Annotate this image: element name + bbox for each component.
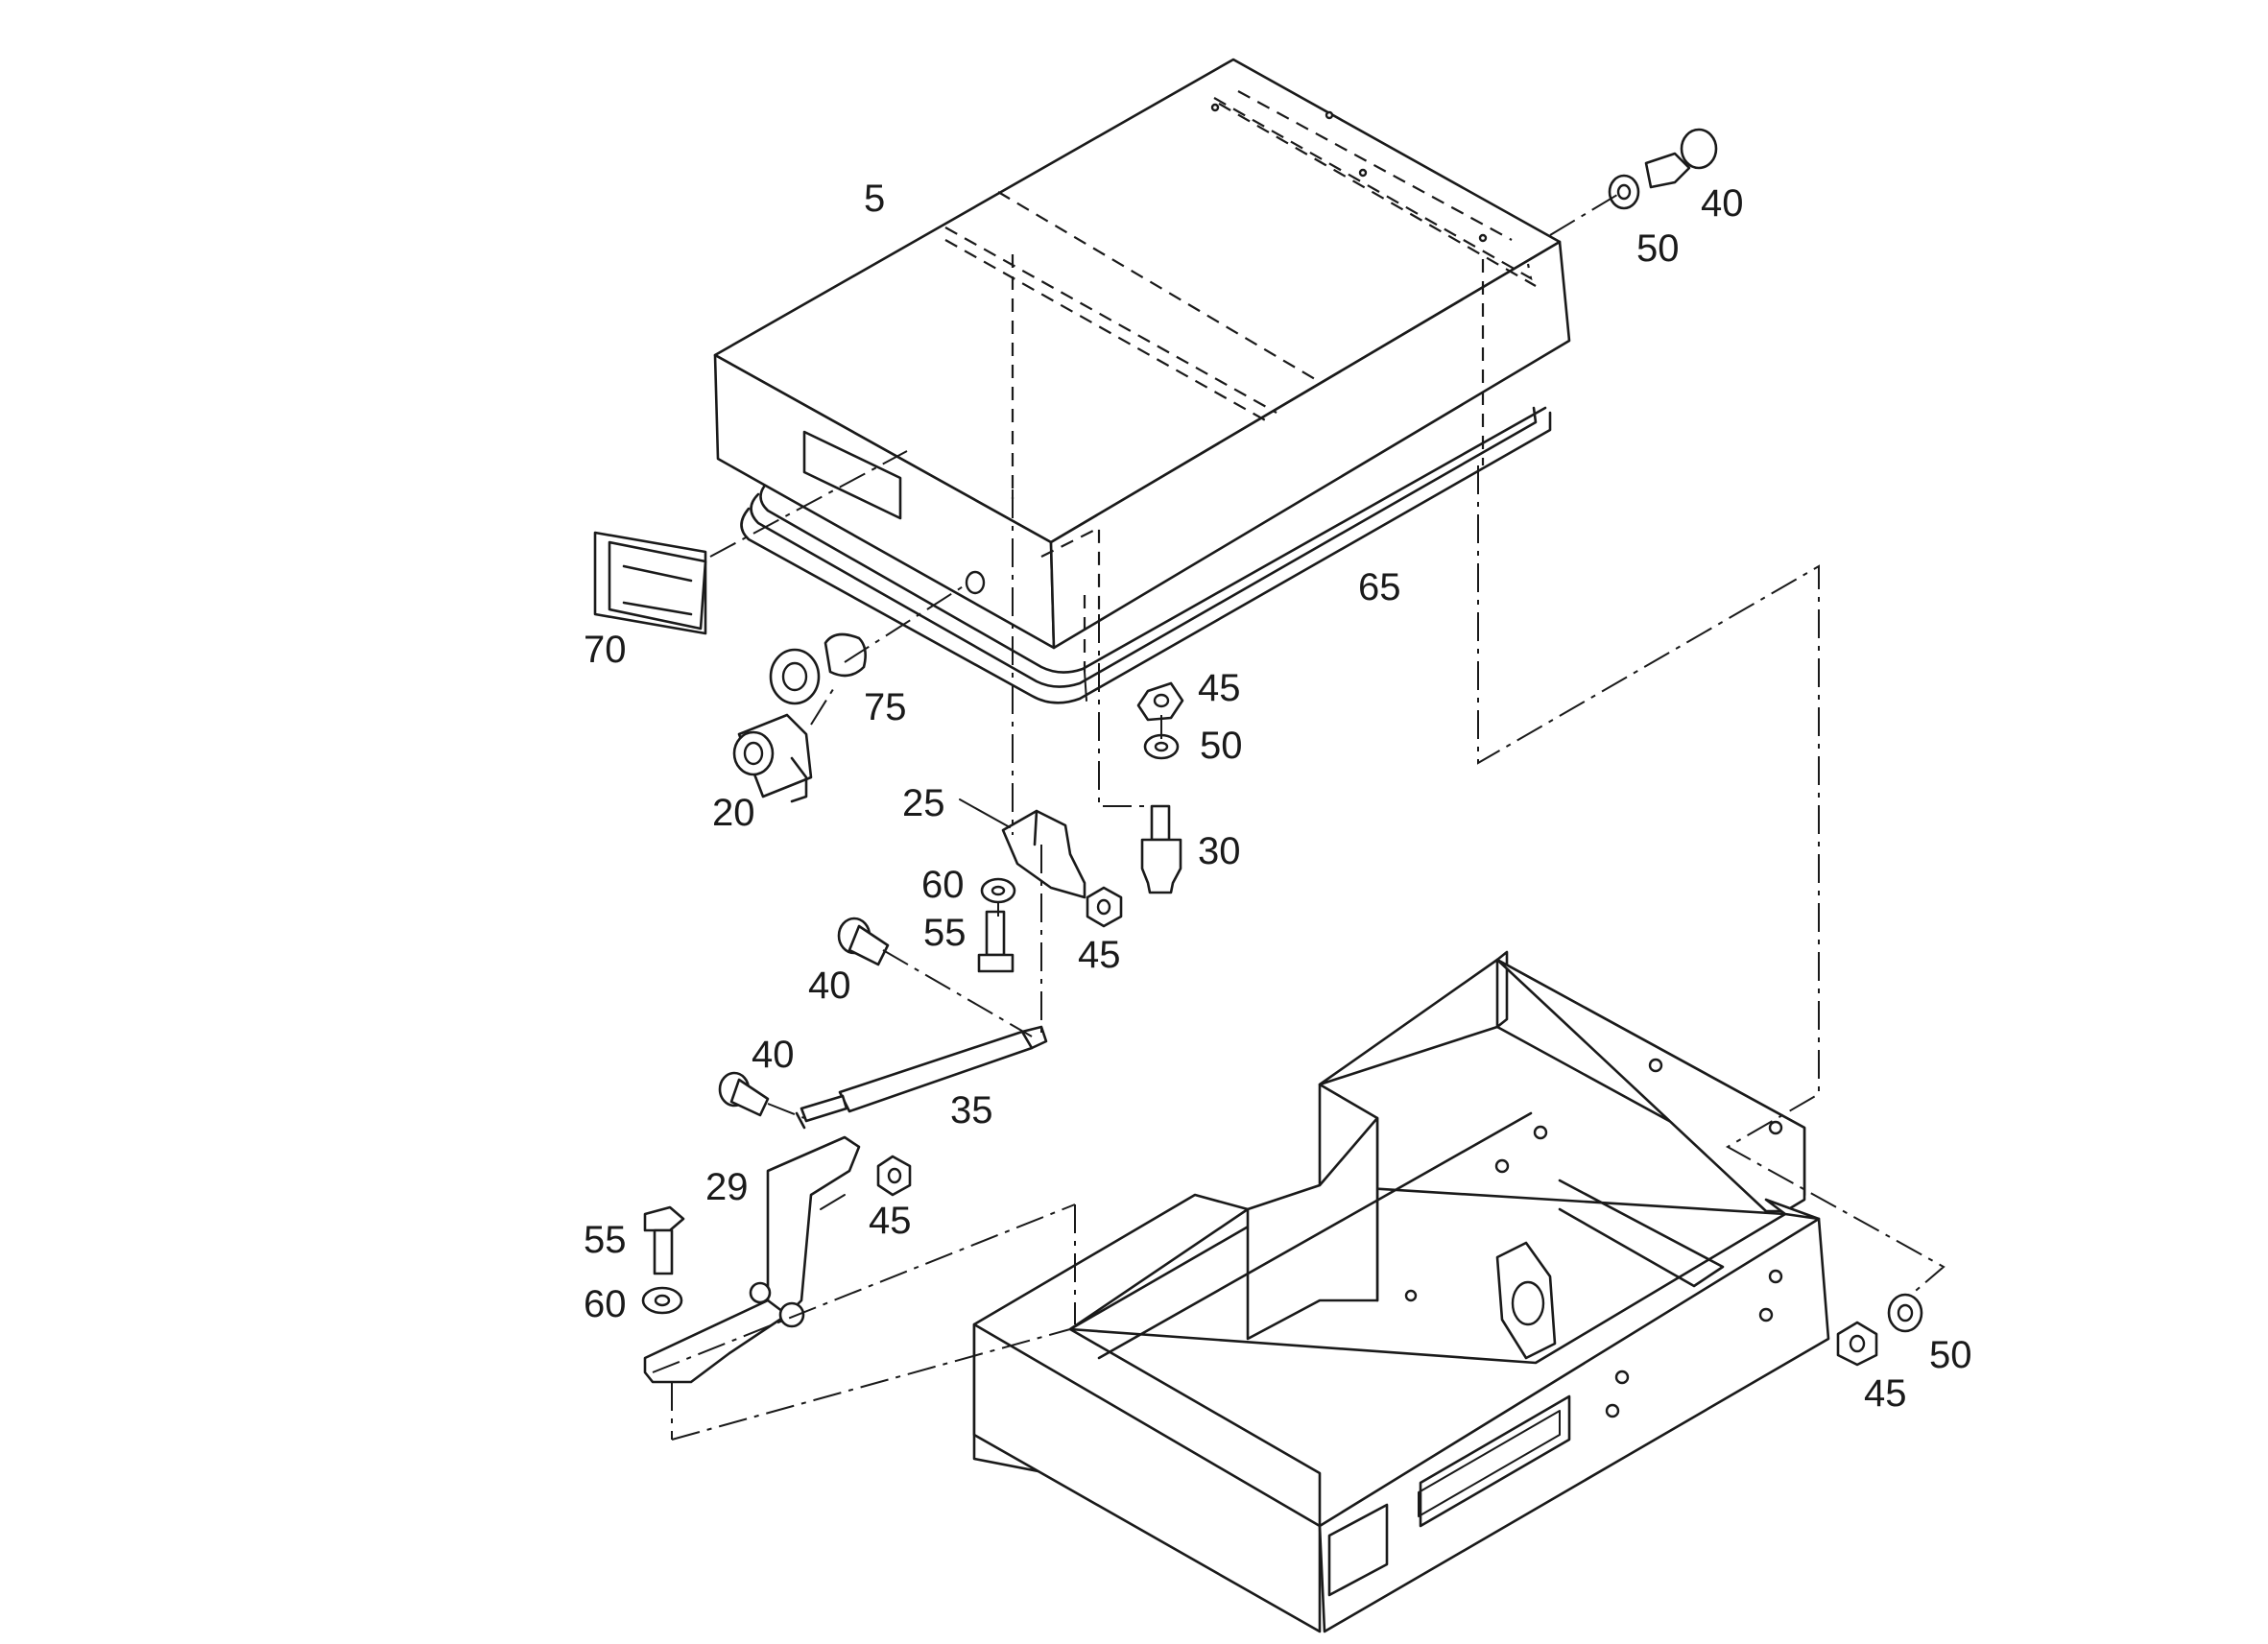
cap-screw-strut-part <box>718 1071 770 1117</box>
explode-lines <box>652 191 1946 1441</box>
washer-top-part <box>1608 174 1640 210</box>
callout-latch-lock: 20 <box>712 792 755 834</box>
callout-hinge-bracket: 25 <box>902 782 945 824</box>
callout-labels: 5 20 25 29 30 35 40 40 40 45 45 45 45 50… <box>584 178 1972 1415</box>
callout-nut-bracket: 45 <box>869 1200 912 1242</box>
cap-screw-top-part <box>1644 128 1718 189</box>
bolt-hinge-part <box>977 910 1015 973</box>
callout-cam: 75 <box>864 686 907 728</box>
callout-bolt-hinge: 55 <box>923 912 967 954</box>
callout-cap-screw-top: 40 <box>1701 182 1744 225</box>
callout-washer-striker: 50 <box>1200 725 1243 767</box>
base-box-part <box>972 950 1830 1633</box>
gas-strut-part <box>795 1025 1048 1130</box>
callout-cap-screw-strut: 40 <box>752 1034 795 1076</box>
nut-base-part <box>1836 1321 1878 1367</box>
callout-nut-base: 45 <box>1864 1372 1907 1415</box>
cap-screw-mid-part <box>837 917 890 966</box>
callout-striker: 30 <box>1198 830 1241 872</box>
leader-lines <box>820 798 1011 1210</box>
callout-nut-hinge: 45 <box>1078 934 1121 976</box>
callout-washer-bracket: 60 <box>584 1283 627 1325</box>
callout-washer-base: 50 <box>1929 1334 1972 1376</box>
washer-striker-part <box>1143 733 1180 760</box>
callout-gas-strut: 35 <box>950 1089 993 1132</box>
handle-part <box>593 531 707 635</box>
nut-bracket-part <box>876 1155 912 1197</box>
lower-bracket-part <box>643 1135 861 1384</box>
cam-part <box>769 632 867 705</box>
callout-lid: 5 <box>864 178 885 220</box>
callout-washer-hinge: 60 <box>921 864 965 906</box>
callout-nut-striker: 45 <box>1198 667 1241 709</box>
callout-handle: 70 <box>584 629 627 671</box>
callout-seal: 65 <box>1358 566 1401 608</box>
hinge-bracket-part <box>1001 809 1086 899</box>
washer-hinge-part <box>980 877 1016 904</box>
washer-bracket-part <box>641 1286 683 1315</box>
washer-base-part <box>1887 1293 1923 1333</box>
callout-cap-screw-mid: 40 <box>808 965 851 1007</box>
callout-bolt-bracket: 55 <box>584 1219 627 1261</box>
striker-part <box>1140 804 1182 894</box>
callout-lower-bracket: 29 <box>705 1166 749 1208</box>
callout-washer-top: 50 <box>1636 227 1680 270</box>
seal-part <box>740 406 1552 704</box>
nut-striker-part <box>1136 681 1184 722</box>
bolt-bracket-part <box>643 1205 685 1275</box>
lid-part <box>713 58 1571 704</box>
nut-hinge-part <box>1086 886 1123 928</box>
latch-lock-part <box>732 713 813 803</box>
